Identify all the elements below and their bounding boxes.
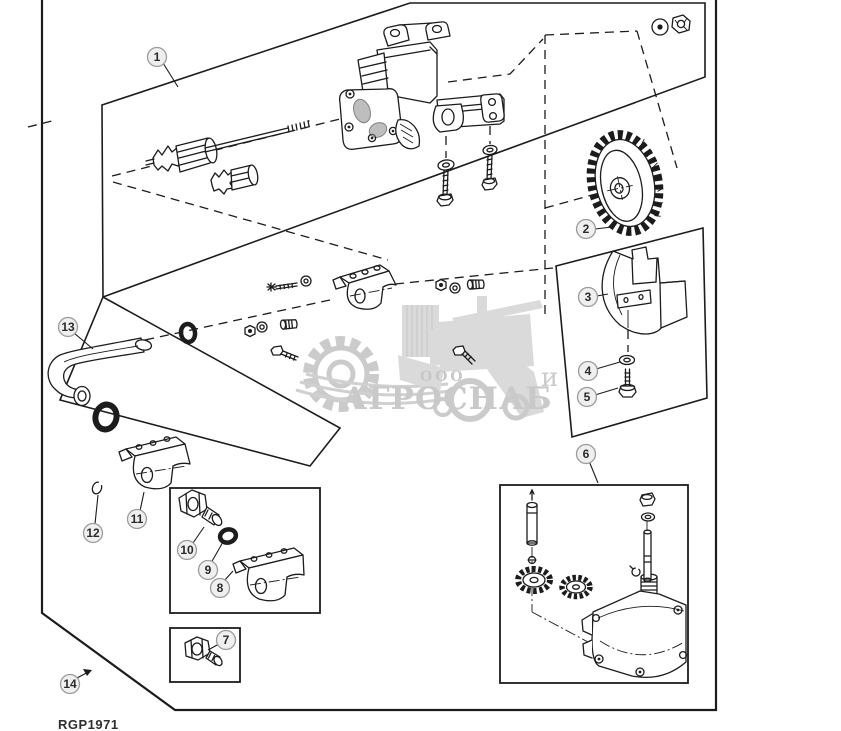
large-o-ring-drawing <box>92 401 120 433</box>
drive-gear-drawing <box>586 130 664 236</box>
callout-6: 6 <box>575 443 597 465</box>
callout-3: 3 <box>577 286 599 308</box>
cover-washer-drawing <box>618 354 636 366</box>
callout-2: 2 <box>575 218 597 240</box>
outer-border <box>40 0 718 712</box>
pump-rotor-drawing <box>145 137 218 173</box>
watermark-swoosh <box>295 388 453 405</box>
gear-washer-nut-drawing <box>651 14 691 36</box>
watermark-company-name: АГРОСНАБ <box>342 381 553 417</box>
callout-10: 10 <box>176 539 198 561</box>
watermark: ООО АГРОСНАБ и <box>295 296 558 422</box>
panel-group-8-10 <box>169 487 321 614</box>
callout-7: 7 <box>215 629 237 651</box>
cover-bolt-drawing <box>618 368 637 398</box>
bracket-bolt-washer-drawing <box>266 275 312 292</box>
svg-text:6: 6 <box>583 447 590 461</box>
callout-9: 9 <box>197 559 219 581</box>
pump-shaft-drawing <box>204 120 310 153</box>
idler-rotor-drawing <box>210 164 259 195</box>
leader-lines <box>73 62 621 679</box>
fastener-set-b-drawing <box>435 278 485 365</box>
svg-text:13: 13 <box>61 320 75 334</box>
svg-text:8: 8 <box>217 581 224 595</box>
svg-text:9: 9 <box>205 563 212 577</box>
panel-group-1 <box>101 2 706 299</box>
svg-text:10: 10 <box>180 543 194 557</box>
watermark-harvester-icon <box>398 296 544 422</box>
fastener-set-a-drawing <box>244 319 299 361</box>
relief-valve-drawing <box>526 488 538 565</box>
callout-14: 14 <box>59 673 81 695</box>
callout-8: 8 <box>209 577 231 599</box>
panel-group-3 <box>555 226 708 439</box>
svg-text:12: 12 <box>86 526 100 540</box>
panel-group-13 <box>58 295 342 467</box>
drawing-number: RGP1971 <box>58 717 119 731</box>
connector-fitting-drawing <box>184 636 223 667</box>
svg-text:1: 1 <box>154 50 161 64</box>
callout-11: 11 <box>126 508 148 530</box>
svg-text:14: 14 <box>63 677 77 691</box>
oil-pump-assembly-drawing <box>339 21 505 207</box>
o-ring-9-drawing <box>217 527 239 545</box>
svg-text:5: 5 <box>584 390 591 404</box>
svg-text:2: 2 <box>583 222 590 236</box>
bracket-8-drawing <box>232 547 305 602</box>
pump-housing-drawing <box>581 573 688 679</box>
svg-text:3: 3 <box>585 290 592 304</box>
bracket-11-drawing <box>118 436 191 490</box>
watermark-org-form: ООО <box>420 369 466 385</box>
callout-5: 5 <box>576 386 598 408</box>
snap-ring-12-drawing <box>91 481 103 495</box>
pickup-cover-drawing <box>601 246 688 335</box>
svg-text:7: 7 <box>223 633 230 647</box>
callout-12: 12 <box>82 522 104 544</box>
projection-lines <box>27 30 678 643</box>
panel-group-7 <box>169 627 241 683</box>
callout-1: 1 <box>146 46 168 68</box>
small-o-ring-drawing <box>178 321 198 345</box>
watermark-swoosh <box>299 380 451 397</box>
svg-text:11: 11 <box>131 512 144 526</box>
valve-parts-column-drawing <box>629 492 656 583</box>
pump-gears-drawing <box>515 566 593 600</box>
panel-group-6 <box>499 484 689 684</box>
center-bracket-drawing <box>332 264 397 310</box>
oil-tube-13-drawing <box>47 337 153 407</box>
svg-text:4: 4 <box>585 364 592 378</box>
watermark-text-fragment: и <box>541 363 558 393</box>
elbow-fitting-drawing <box>178 489 223 527</box>
callout-13: 13 <box>57 316 79 338</box>
callout-4: 4 <box>577 360 599 382</box>
